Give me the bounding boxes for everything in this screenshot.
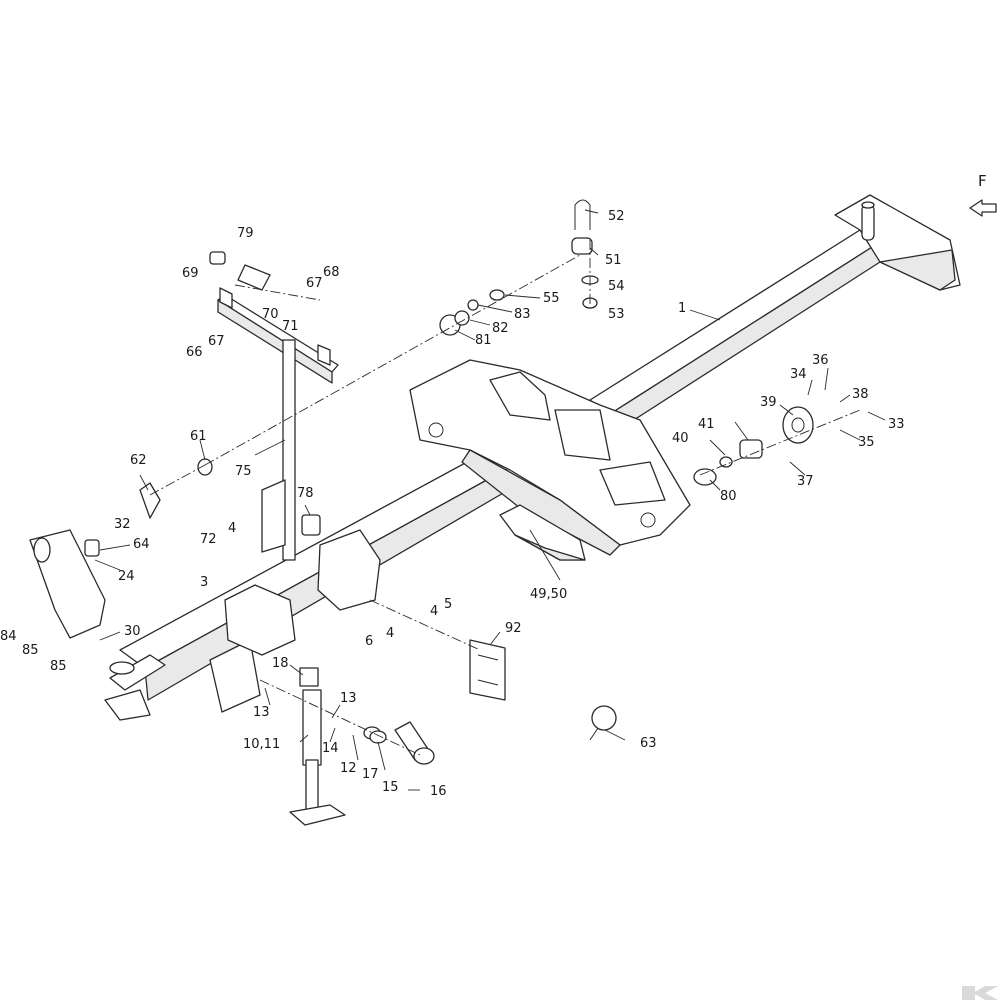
ring-63	[589, 705, 617, 741]
label-53: 53	[608, 307, 625, 322]
label-54: 54	[608, 279, 625, 294]
label-83: 83	[514, 307, 531, 322]
label-67-a: 67	[208, 334, 225, 349]
label-17: 17	[362, 767, 379, 782]
label-81: 81	[475, 333, 492, 348]
label-3: 3	[200, 575, 208, 590]
k-logo-icon	[962, 986, 998, 1000]
label-30: 30	[124, 624, 141, 639]
label-15: 15	[382, 780, 399, 795]
label-35: 35	[858, 435, 875, 450]
label-36: 36	[812, 353, 829, 368]
label-67-b: 67	[306, 276, 323, 291]
label-72: 72	[200, 532, 217, 547]
label-32: 32	[114, 517, 131, 532]
plate-92	[469, 639, 506, 701]
label-1: 1	[678, 301, 686, 316]
label-6: 6	[365, 634, 373, 649]
label-41: 41	[698, 417, 715, 432]
label-66: 66	[186, 345, 203, 360]
label-37: 37	[797, 474, 814, 489]
drawbar-head	[834, 194, 961, 291]
t-post-75	[217, 287, 339, 561]
arrow-down-left-icon	[969, 199, 997, 217]
u-bolt-52	[571, 199, 599, 309]
label-71: 71	[282, 319, 299, 334]
label-68: 68	[323, 265, 340, 280]
label-34: 34	[790, 367, 807, 382]
bracket-49-50	[499, 504, 586, 561]
leader-lines	[94, 209, 886, 791]
label-4-c: 4	[386, 626, 394, 641]
center-frame-plates	[409, 359, 691, 556]
label-52: 52	[608, 209, 625, 224]
label-63: 63	[640, 736, 657, 751]
label-10-11: 10,11	[243, 737, 280, 752]
pin-15	[394, 721, 435, 765]
label-80: 80	[720, 489, 737, 504]
label-82: 82	[492, 321, 509, 336]
label-12: 12	[340, 761, 357, 776]
label-69: 69	[182, 266, 199, 281]
label-4-a: 4	[228, 521, 236, 536]
plate-24	[29, 529, 106, 639]
label-40: 40	[672, 431, 689, 446]
label-79: 79	[237, 226, 254, 241]
label-49-50: 49,50	[530, 587, 567, 602]
rear-beam-section	[104, 529, 381, 721]
label-51: 51	[605, 253, 622, 268]
label-4-b: 4	[430, 604, 438, 619]
label-85-a: 85	[22, 643, 39, 658]
label-33: 33	[888, 417, 905, 432]
label-16: 16	[430, 784, 447, 799]
label-70: 70	[262, 307, 279, 322]
label-14: 14	[322, 741, 339, 756]
jack-stand-10-11	[289, 667, 346, 826]
label-24: 24	[118, 569, 135, 584]
label-38: 38	[852, 387, 869, 402]
label-13-a: 13	[253, 705, 270, 720]
part-labels: 1 3 4 4 4 5 6 10,11 12 13 13 14 15 16 17…	[0, 209, 905, 799]
label-78: 78	[297, 486, 314, 501]
label-62: 62	[130, 453, 147, 468]
label-39: 39	[760, 395, 777, 410]
label-64: 64	[133, 537, 150, 552]
label-75: 75	[235, 464, 252, 479]
spring-17	[363, 726, 387, 744]
label-18: 18	[272, 656, 289, 671]
label-61: 61	[190, 429, 207, 444]
label-84: 84	[0, 629, 17, 644]
label-92: 92	[505, 621, 522, 636]
label-85-b: 85	[50, 659, 67, 674]
label-5: 5	[444, 597, 452, 612]
view-letter: F	[978, 172, 987, 190]
label-55: 55	[543, 291, 560, 306]
assembly-lines	[149, 240, 861, 756]
label-13-b: 13	[340, 691, 357, 706]
